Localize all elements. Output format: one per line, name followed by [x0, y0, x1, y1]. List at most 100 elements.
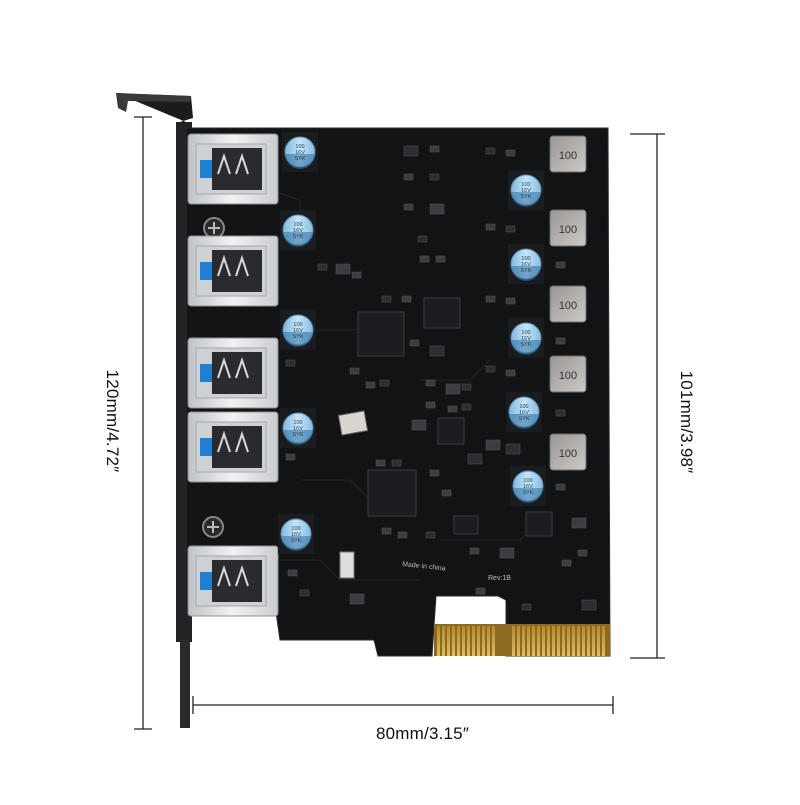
smd-part: [351, 271, 362, 279]
svg-text:16V: 16V: [519, 410, 529, 416]
svg-text:100: 100: [295, 144, 304, 150]
smd-part: [429, 469, 440, 477]
svg-text:100: 100: [293, 322, 302, 328]
smd-part: [505, 297, 516, 305]
smd-part: [429, 173, 440, 181]
gold-finger: [487, 626, 490, 656]
smd-part: [429, 145, 440, 153]
smd-part: [505, 225, 516, 233]
smd-part: [425, 531, 436, 539]
gold-finger: [587, 626, 590, 656]
svg-text:16V: 16V: [291, 532, 301, 538]
gold-finger: [512, 626, 515, 656]
gold-finger: [522, 626, 525, 656]
smd-part: [461, 383, 472, 391]
gold-finger: [567, 626, 570, 656]
smd-part: [485, 223, 496, 231]
smd-part: [581, 599, 597, 611]
gold-finger: [457, 626, 460, 656]
smd-part: [317, 263, 328, 271]
smd-part: [379, 379, 390, 387]
svg-text:16V: 16V: [295, 150, 305, 156]
gold-finger: [517, 626, 520, 656]
smd-part: [285, 359, 296, 367]
gold-finger: [602, 626, 605, 656]
smd-part: [447, 405, 458, 413]
inductor: 100: [549, 433, 587, 471]
svg-text:16V: 16V: [521, 188, 531, 194]
svg-text:100: 100: [521, 330, 530, 336]
smd-part: [571, 517, 587, 529]
smd-part: [461, 403, 472, 411]
smd-part: [391, 459, 402, 467]
gold-finger: [437, 626, 440, 656]
smd-part: [349, 367, 360, 375]
smd-part: [401, 295, 412, 303]
svg-text:SYK: SYK: [522, 490, 533, 496]
usb-port: [187, 133, 279, 205]
usb-ports: [187, 133, 279, 617]
smd-part: [521, 603, 532, 611]
smd-part: [505, 443, 521, 455]
svg-text:16V: 16V: [523, 484, 533, 490]
smd-part: [505, 369, 516, 377]
usb-port: [187, 235, 279, 307]
svg-text:100: 100: [293, 222, 302, 228]
smd-part: [381, 527, 392, 535]
smd-part: [375, 459, 386, 467]
smd-part: [577, 549, 588, 557]
smd-part: [475, 587, 486, 595]
svg-text:SYK: SYK: [520, 342, 531, 348]
smd-part: [335, 263, 351, 275]
gold-finger: [442, 626, 445, 656]
board-height-dimension-label: 101mm/3.98″: [677, 370, 696, 474]
svg-text:100: 100: [523, 478, 532, 484]
smd-part: [429, 345, 445, 357]
smd-part: [435, 255, 446, 263]
svg-text:SYK: SYK: [292, 432, 303, 438]
smd-part: [425, 401, 436, 409]
gold-finger: [462, 626, 465, 656]
svg-text:16V: 16V: [293, 426, 303, 432]
gold-finger: [477, 626, 480, 656]
svg-text:100: 100: [559, 224, 577, 236]
svg-text:SYK: SYK: [292, 234, 303, 240]
gold-finger: [577, 626, 580, 656]
usb-port: [187, 337, 279, 409]
smd-part: [469, 547, 480, 555]
smd-part: [485, 439, 501, 451]
gold-finger: [472, 626, 475, 656]
smd-part: [485, 147, 496, 155]
gold-finger: [562, 626, 565, 656]
made-in-label: Made in china: [402, 561, 446, 573]
usb-port: [187, 545, 279, 617]
smd-part: [425, 379, 436, 387]
svg-text:100: 100: [521, 256, 530, 262]
gold-finger: [492, 626, 495, 656]
gold-finger: [542, 626, 545, 656]
gold-finger: [447, 626, 450, 656]
smd-part: [441, 489, 452, 497]
smd-part: [485, 365, 496, 373]
smd-part: [467, 453, 483, 465]
smd-part: [561, 559, 572, 567]
smd-part: [411, 419, 427, 431]
smd-part: [397, 531, 408, 539]
svg-text:SYK: SYK: [520, 194, 531, 200]
gold-finger: [467, 626, 470, 656]
inductor: 100: [549, 355, 587, 393]
smd-part: [445, 383, 461, 395]
gold-finger: [592, 626, 595, 656]
svg-text:100: 100: [559, 448, 577, 460]
gold-finger: [572, 626, 575, 656]
smd-part: [365, 381, 376, 389]
gold-finger: [537, 626, 540, 656]
svg-text:100: 100: [291, 526, 300, 532]
